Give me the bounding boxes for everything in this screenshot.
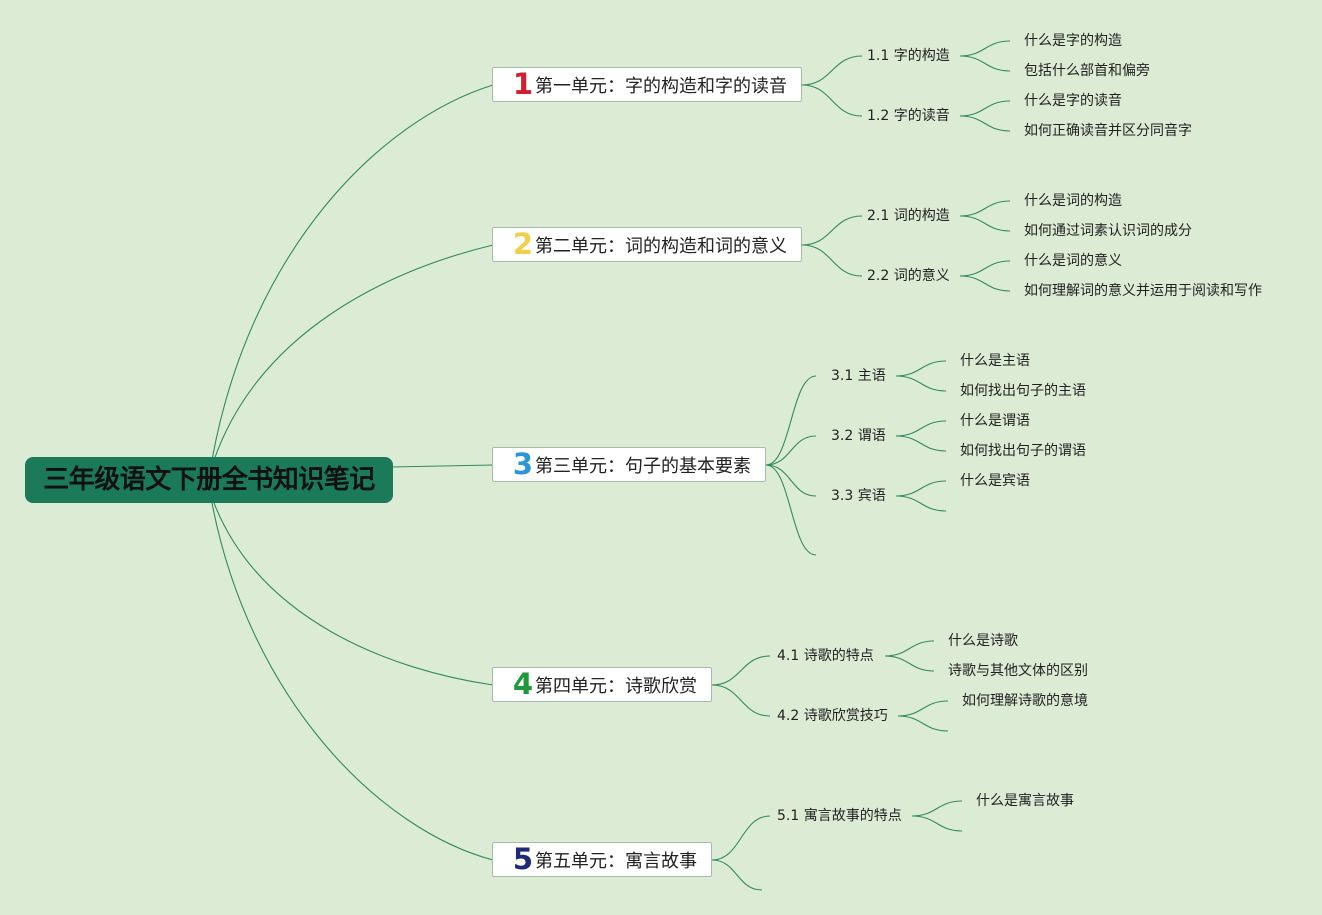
unit-4-node[interactable]: 4 第四单元：诗歌欣赏 bbox=[492, 667, 712, 702]
unit-number-icon: 4 bbox=[512, 667, 534, 701]
leaf-4-1-2[interactable]: 诗歌与其他文体的区别 bbox=[948, 663, 1088, 679]
leaf-1-1-2[interactable]: 包括什么部首和偏旁 bbox=[1024, 63, 1150, 79]
unit-3-node[interactable]: 3 第三单元：句子的基本要素 bbox=[492, 447, 766, 482]
unit-label: 第三单元：句子的基本要素 bbox=[535, 455, 751, 477]
subtopic-1-1[interactable]: 1.1 字的构造 bbox=[867, 48, 950, 64]
leaf-3-1-2[interactable]: 如何找出句子的主语 bbox=[960, 383, 1086, 399]
unit-label: 第一单元：字的构造和字的读音 bbox=[535, 75, 787, 97]
leaf-1-2-1[interactable]: 什么是字的读音 bbox=[1024, 93, 1122, 109]
unit-2-node[interactable]: 2 第二单元：词的构造和词的意义 bbox=[492, 227, 802, 262]
unit-label: 第二单元：词的构造和词的意义 bbox=[535, 235, 787, 257]
leaf-3-1-1[interactable]: 什么是主语 bbox=[960, 353, 1030, 369]
leaf-1-2-2[interactable]: 如何正确读音并区分同音字 bbox=[1024, 123, 1192, 139]
leaf-1-1-1[interactable]: 什么是字的构造 bbox=[1024, 33, 1122, 49]
subtopic-1-2[interactable]: 1.2 字的读音 bbox=[867, 108, 950, 124]
subtopic-4-2[interactable]: 4.2 诗歌欣赏技巧 bbox=[777, 708, 888, 724]
leaf-3-2-1[interactable]: 什么是谓语 bbox=[960, 413, 1030, 429]
unit-number-icon: 2 bbox=[512, 227, 534, 261]
subtopic-3-3[interactable]: 3.3 宾语 bbox=[831, 488, 886, 504]
subtopic-4-1[interactable]: 4.1 诗歌的特点 bbox=[777, 648, 874, 664]
leaf-2-1-1[interactable]: 什么是词的构造 bbox=[1024, 193, 1122, 209]
subtopic-3-1[interactable]: 3.1 主语 bbox=[831, 368, 886, 384]
leaf-5-1-1[interactable]: 什么是寓言故事 bbox=[976, 793, 1074, 809]
leaf-3-2-2[interactable]: 如何找出句子的谓语 bbox=[960, 443, 1086, 459]
subtopic-2-2[interactable]: 2.2 词的意义 bbox=[867, 268, 950, 284]
root-topic[interactable]: 三年级语文下册全书知识笔记 bbox=[25, 457, 393, 503]
subtopic-5-1[interactable]: 5.1 寓言故事的特点 bbox=[777, 808, 902, 824]
unit-number-icon: 5 bbox=[512, 842, 534, 876]
subtopic-2-1[interactable]: 2.1 词的构造 bbox=[867, 208, 950, 224]
unit-1-node[interactable]: 1 第一单元：字的构造和字的读音 bbox=[492, 67, 802, 102]
leaf-2-1-2[interactable]: 如何通过词素认识词的成分 bbox=[1024, 223, 1192, 239]
subtopic-3-2[interactable]: 3.2 谓语 bbox=[831, 428, 886, 444]
leaf-4-1-1[interactable]: 什么是诗歌 bbox=[948, 633, 1018, 649]
leaf-2-2-1[interactable]: 什么是词的意义 bbox=[1024, 253, 1122, 269]
unit-5-node[interactable]: 5 第五单元：寓言故事 bbox=[492, 842, 712, 877]
leaf-3-3-1[interactable]: 什么是宾语 bbox=[960, 473, 1030, 489]
unit-number-icon: 3 bbox=[512, 447, 534, 481]
unit-number-icon: 1 bbox=[512, 67, 534, 101]
unit-label: 第五单元：寓言故事 bbox=[535, 850, 697, 872]
leaf-2-2-2[interactable]: 如何理解词的意义并运用于阅读和写作 bbox=[1024, 283, 1262, 299]
leaf-4-2-1[interactable]: 如何理解诗歌的意境 bbox=[962, 693, 1088, 709]
unit-label: 第四单元：诗歌欣赏 bbox=[535, 675, 697, 697]
